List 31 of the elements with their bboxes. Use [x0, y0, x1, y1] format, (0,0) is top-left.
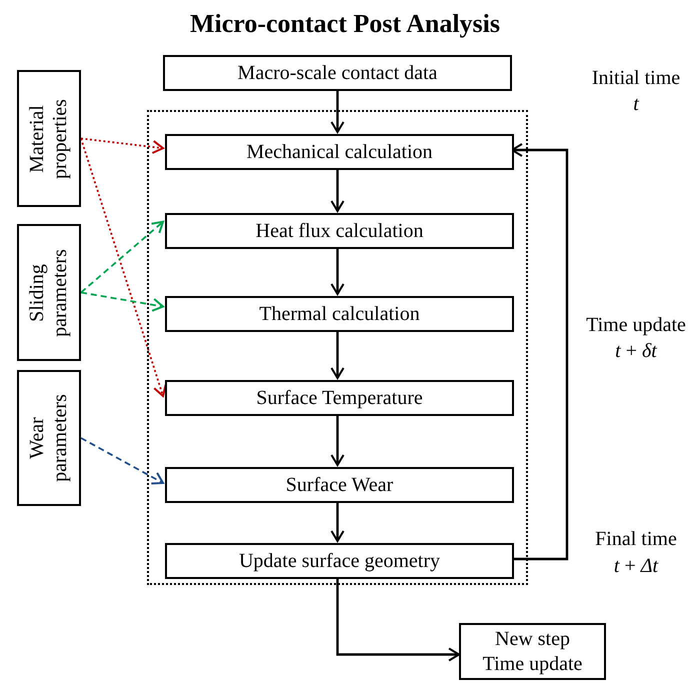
time-label: t + δt — [615, 339, 657, 363]
process-box: Surface Temperature — [165, 380, 514, 416]
arrow — [330, 414, 344, 466]
arrow — [336, 577, 460, 662]
time-label: t — [633, 92, 639, 116]
arrow — [330, 330, 344, 379]
process-box: Macro-scale contact data — [163, 55, 512, 91]
arrow — [330, 501, 344, 542]
process-box: Mechanical calculation — [165, 134, 514, 170]
dotted-group-frame — [147, 110, 528, 585]
time-label: Time update — [586, 313, 686, 337]
arrow — [330, 247, 344, 295]
dashed-arrow — [80, 292, 164, 312]
diagram-title: Micro-contact Post Analysis — [188, 8, 502, 40]
process-box: Thermal calculation — [165, 296, 514, 332]
dashed-arrow — [80, 437, 164, 484]
input-box: Material properties — [17, 70, 81, 207]
arrow — [330, 168, 344, 212]
input-box: Wear parameters — [17, 370, 81, 506]
process-box: Surface Wear — [165, 467, 514, 503]
dashed-arrow — [80, 138, 167, 397]
dashed-arrow — [80, 220, 164, 294]
time-label: Initial time — [592, 66, 680, 90]
arrow — [330, 91, 344, 133]
dashed-arrow — [80, 138, 164, 154]
input-box: Sliding parameters — [17, 224, 81, 361]
time-label: t + Δt — [614, 554, 658, 578]
process-box: New step Time update — [459, 623, 606, 680]
process-box: Update surface geometry — [165, 543, 514, 579]
time-label: Final time — [595, 527, 677, 551]
process-box: Heat flux calculation — [165, 213, 514, 249]
